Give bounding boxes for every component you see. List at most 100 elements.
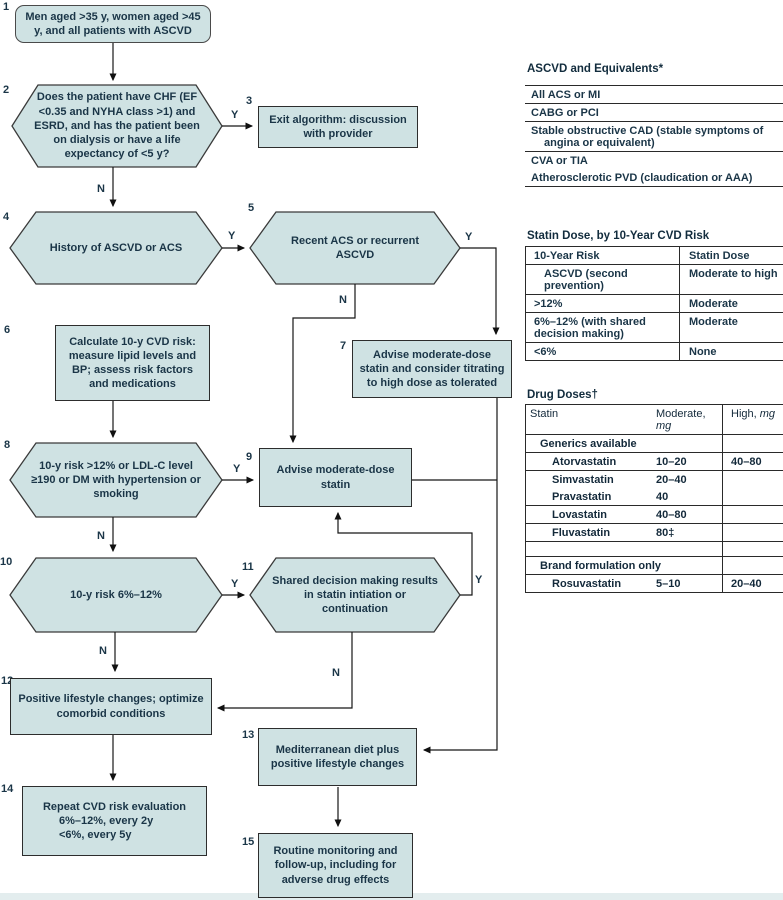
edge-label-yes: Y bbox=[231, 109, 239, 121]
table-cell: 80‡ bbox=[656, 526, 675, 539]
table-cell: ASCVD (second prevention) bbox=[544, 267, 628, 292]
node-exit-algorithm: Exit algorithm: discussion with provider bbox=[258, 106, 418, 148]
node-recent-acs: Recent ACS or recurrent ASCVD bbox=[291, 234, 419, 261]
edge-label-no: N bbox=[339, 294, 347, 306]
table-row: CABG or PCI bbox=[525, 104, 783, 122]
node-number-11: 11 bbox=[242, 561, 254, 573]
node-number-8: 8 bbox=[4, 439, 11, 451]
node-chf-question: Does the patient have CHF (EF <0.35 and … bbox=[34, 91, 200, 161]
drug-doses-table-title: Drug Doses† bbox=[527, 389, 598, 401]
table-header-row: 10-Year Risk Statin Dose bbox=[526, 247, 783, 265]
column-header: 10-Year Risk bbox=[534, 249, 600, 262]
node-text: Calculate 10-y CVD risk: measure lipid l… bbox=[68, 335, 197, 391]
node-text-line3: <6%, every 5y bbox=[59, 829, 132, 842]
statin-dose-table: 10-Year Risk Statin Dose ASCVD (second p… bbox=[525, 246, 783, 361]
table-row: 6%–12% (with shared decision making) Mod… bbox=[526, 313, 783, 343]
node-text: Routine monitoring and follow-up, includ… bbox=[273, 845, 398, 886]
node-number-9: 9 bbox=[246, 451, 253, 463]
table-cell: 20–40 bbox=[722, 575, 783, 592]
node-text: Advise moderate-dose statin bbox=[276, 464, 395, 491]
connector-11-9-yes bbox=[334, 511, 473, 596]
edge-label-no: N bbox=[97, 183, 105, 195]
node-risk-6-12: 10-y risk 6%–12% bbox=[70, 588, 162, 601]
node-text-line1: Repeat CVD risk evaluation bbox=[42, 800, 187, 813]
table-cell: 40 bbox=[656, 490, 669, 503]
flow-connectors bbox=[109, 43, 500, 828]
table-row: <6% None bbox=[526, 343, 783, 360]
table-cell: CABG or PCI bbox=[531, 106, 599, 119]
node-number-3: 3 bbox=[246, 95, 253, 107]
node-text-line2: 6%–12%, every 2y bbox=[59, 814, 154, 827]
node-text: Advise moderate-dose statin and consider… bbox=[359, 348, 505, 390]
node-routine-monitoring: Routine monitoring and follow-up, includ… bbox=[258, 833, 413, 898]
node-risk-over-12: 10-y risk >12% or LDL-C level ≥190 or DM… bbox=[31, 459, 201, 501]
statin-dose-table-title: Statin Dose, by 10-Year CVD Risk bbox=[527, 230, 710, 242]
edge-label-yes: Y bbox=[465, 231, 473, 243]
table-row: Fluvastatin 80‡ bbox=[526, 524, 783, 542]
node-advise-moderate: Advise moderate-dose statin bbox=[259, 448, 412, 507]
table-cell: 10–20 bbox=[656, 455, 687, 468]
drug-doses-table: Statin Moderate, mg High, mg Generics av… bbox=[525, 404, 783, 593]
hexagon-nodes bbox=[9, 84, 461, 633]
table-row: All ACS or MI bbox=[525, 86, 783, 104]
node-number-5: 5 bbox=[248, 202, 255, 214]
table-cell: Moderate to high bbox=[679, 265, 783, 294]
table-header-row: Statin Moderate, mg High, mg bbox=[526, 405, 783, 435]
column-header: Statin Dose bbox=[679, 247, 783, 264]
table-row: Atherosclerotic PVD (claudication or AAA… bbox=[525, 169, 783, 186]
node-text: Exit algorithm: discussion with provider bbox=[269, 113, 407, 140]
connector-5-7-yes bbox=[460, 247, 500, 336]
edge-label-yes: Y bbox=[231, 578, 239, 590]
table-row: CVA or TIA bbox=[525, 152, 783, 169]
table-cell bbox=[722, 488, 783, 505]
table-cell: Stable obstructive CAD (stable symptoms … bbox=[531, 124, 764, 149]
node-number-1: 1 bbox=[3, 1, 10, 13]
group-label: Brand formulation only bbox=[540, 559, 661, 572]
edge-label-no: N bbox=[97, 530, 105, 542]
node-history-ascvd: History of ASCVD or ACS bbox=[49, 241, 183, 254]
connector-5-9-no bbox=[289, 284, 356, 444]
node-mediterranean-diet: Mediterranean diet plus positive lifesty… bbox=[258, 728, 417, 786]
node-number-15: 15 bbox=[242, 836, 255, 848]
table-cell: 40–80 bbox=[722, 453, 783, 470]
node-number-2: 2 bbox=[3, 84, 10, 96]
table-group-row: Brand formulation only bbox=[526, 557, 783, 575]
table-cell: Lovastatin bbox=[552, 508, 608, 521]
node-start: Men aged >35 y, women aged >45 y, and al… bbox=[15, 5, 211, 43]
node-number-6: 6 bbox=[4, 324, 11, 336]
edge-label-yes: Y bbox=[233, 463, 241, 475]
table-spacer-row bbox=[526, 542, 783, 557]
node-number-4: 4 bbox=[3, 211, 10, 223]
table-cell: >12% bbox=[534, 297, 563, 310]
table-row: Rosuvastatin 5–10 20–40 bbox=[526, 575, 783, 592]
edge-label-no: N bbox=[332, 667, 340, 679]
group-label: Generics available bbox=[540, 437, 637, 450]
table-cell: Moderate bbox=[679, 295, 783, 312]
node-calculate-risk: Calculate 10-y CVD risk: measure lipid l… bbox=[55, 325, 210, 401]
table-row: Lovastatin 40–80 bbox=[526, 506, 783, 524]
connector-11-12-no bbox=[216, 632, 353, 712]
node-number-13: 13 bbox=[242, 729, 255, 741]
node-shared-decision: Shared decision making results in statin… bbox=[272, 574, 438, 616]
table-cell bbox=[722, 524, 783, 541]
table-cell: Rosuvastatin bbox=[552, 577, 622, 590]
table-cell: 20–40 bbox=[656, 473, 687, 486]
table-row: Pravastatin 40 bbox=[526, 488, 783, 506]
table-row: Atorvastatin 10–20 40–80 bbox=[526, 453, 783, 471]
node-number-14: 14 bbox=[1, 783, 14, 795]
column-header: High, mg bbox=[722, 405, 783, 434]
node-lifestyle-changes: Positive lifestyle changes; optimize com… bbox=[10, 678, 212, 735]
table-row: ASCVD (second prevention) Moderate to hi… bbox=[526, 265, 783, 295]
column-header: Moderate, mg bbox=[656, 407, 706, 432]
table-cell: Atorvastatin bbox=[552, 455, 617, 468]
table-row: >12% Moderate bbox=[526, 295, 783, 313]
node-number-10: 10 bbox=[0, 556, 13, 568]
table-cell: Simvastatin bbox=[552, 473, 614, 486]
table-cell: None bbox=[679, 343, 783, 360]
column-header: Statin bbox=[530, 407, 559, 420]
ascvd-table: All ACS or MI CABG or PCI Stable obstruc… bbox=[525, 85, 783, 187]
table-cell bbox=[722, 506, 783, 523]
node-text: Mediterranean diet plus positive lifesty… bbox=[270, 743, 405, 770]
